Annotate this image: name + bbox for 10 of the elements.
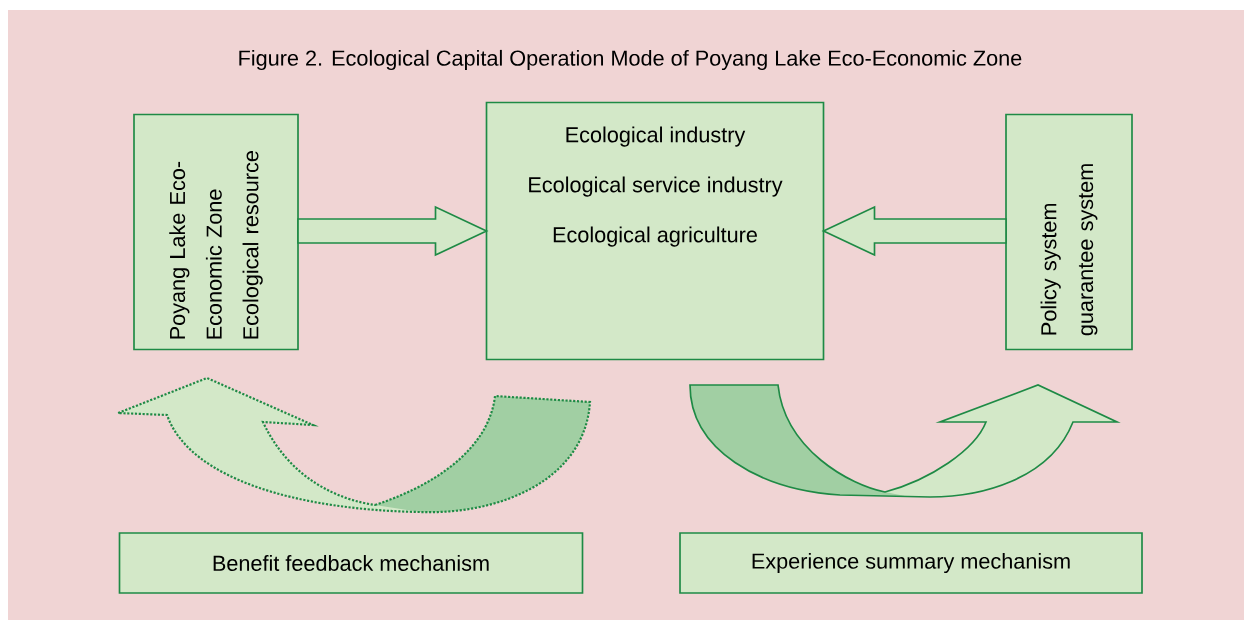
block-arrow (297, 205, 489, 257)
curved-arrow (689, 384, 1118, 498)
text-box: Poyang Lake Eco-Economic Zone Ecological resource (133, 113, 299, 351)
text-box: Ecological industry Ecological service industry Ecological agriculture (485, 101, 825, 361)
figure-title: Figure 2. Ecological Capital Operation Mode of Poyang Lake Eco-Economic Zone (239, 49, 1022, 71)
text-box: Benefit feedback mechanism (118, 532, 584, 594)
block-arrow (821, 205, 1007, 257)
curved-arrow (116, 376, 592, 514)
text-box: Policy system guarantee system (1005, 113, 1133, 351)
text-box: Experience summary mechanism (679, 532, 1143, 594)
